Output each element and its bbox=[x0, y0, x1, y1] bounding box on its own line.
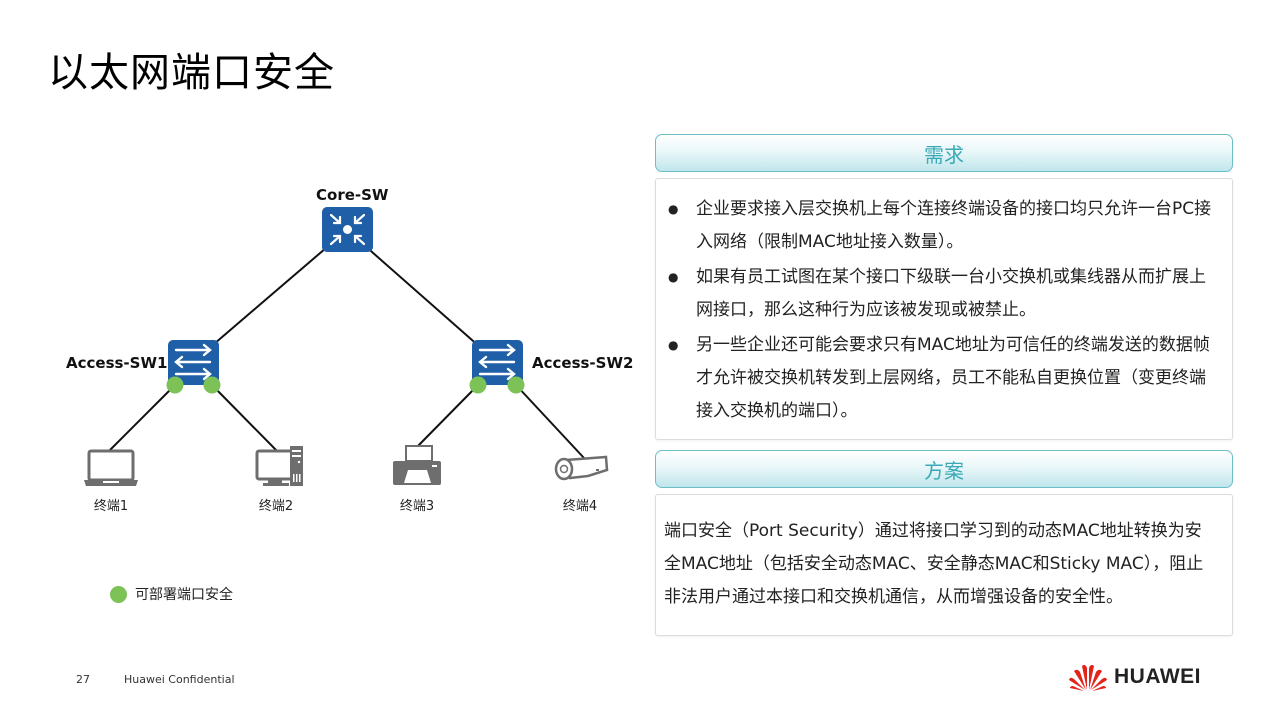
legend-label: 可部署端口安全 bbox=[135, 587, 233, 603]
huawei-flower-icon bbox=[1069, 664, 1107, 691]
link-core-sw1 bbox=[192, 229, 348, 363]
access-sw2-label: Access-SW2 bbox=[532, 354, 634, 372]
bullet-icon: ● bbox=[668, 338, 679, 352]
core-switch-icon[interactable] bbox=[322, 207, 373, 252]
requirement-text: 另一些企业还可能会要求只有MAC地址为可信任的终端发送的数据帧才允许被交换机转发… bbox=[696, 335, 1210, 421]
link-core-sw2 bbox=[346, 229, 498, 363]
link-sw1-term2 bbox=[211, 384, 279, 453]
page-title: 以太网端口安全 bbox=[48, 50, 335, 96]
network-topology-diagram bbox=[84, 207, 609, 486]
huawei-logo: HUAWEI bbox=[1068, 662, 1201, 692]
port-security-dots bbox=[166, 376, 525, 394]
bullet-icon: ● bbox=[668, 270, 679, 284]
desktop-pc-icon[interactable] bbox=[255, 446, 303, 486]
legend: 可部署端口安全 bbox=[110, 584, 233, 604]
core-switch-label: Core-SW bbox=[316, 186, 389, 204]
terminal-1-label: 终端1 bbox=[93, 499, 129, 514]
port-dot[interactable] bbox=[166, 376, 184, 394]
link-sw1-term1 bbox=[107, 384, 176, 453]
requirement-text: 如果有员工试图在某个接口下级联一台小交换机或集线器从而扩展上网接口，那么这种行为… bbox=[696, 267, 1206, 320]
port-dot[interactable] bbox=[469, 376, 487, 394]
laptop-icon[interactable] bbox=[84, 449, 138, 486]
access-switch-1-icon[interactable] bbox=[168, 340, 219, 385]
requirements-header: 需求 bbox=[655, 134, 1233, 172]
confidential-label: Huawei Confidential bbox=[124, 673, 235, 686]
solution-header: 方案 bbox=[655, 450, 1233, 488]
link-sw2-term4 bbox=[515, 384, 585, 459]
bullet-icon: ● bbox=[668, 202, 679, 216]
legend-dot-icon bbox=[110, 585, 127, 603]
printer-icon[interactable] bbox=[393, 445, 441, 485]
page-number: 27 bbox=[76, 673, 90, 686]
solution-text: 端口安全（Port Security）通过将接口学习到的动态MAC地址转换为安全… bbox=[664, 521, 1204, 607]
port-dot[interactable] bbox=[507, 376, 525, 394]
requirements-panel: ● 企业要求接入层交换机上每个连接终端设备的接口均只允许一台PC接入网络（限制MA… bbox=[655, 178, 1233, 440]
requirement-text: 企业要求接入层交换机上每个连接终端设备的接口均只允许一台PC接入网络（限制MAC… bbox=[696, 199, 1212, 252]
port-dot[interactable] bbox=[203, 376, 221, 394]
links bbox=[107, 229, 585, 459]
brand-name: HUAWEI bbox=[1114, 665, 1201, 688]
link-sw2-term3 bbox=[413, 384, 479, 451]
access-sw1-label: Access-SW1 bbox=[66, 354, 168, 372]
requirement-item: ● 企业要求接入层交换机上每个连接终端设备的接口均只允许一台PC接入网络（限制MA… bbox=[666, 193, 1218, 259]
terminal-3-label: 终端3 bbox=[399, 499, 435, 514]
terminal-4-label: 终端4 bbox=[562, 499, 598, 514]
requirement-item: ● 如果有员工试图在某个接口下级联一台小交换机或集线器从而扩展上网接口，那么这种行… bbox=[666, 261, 1218, 327]
requirement-item: ● 另一些企业还可能会要求只有MAC地址为可信任的终端发送的数据帧才允许被交换机转… bbox=[666, 329, 1218, 428]
requirements-list: ● 企业要求接入层交换机上每个连接终端设备的接口均只允许一台PC接入网络（限制MA… bbox=[656, 179, 1232, 438]
access-switch-2-icon[interactable] bbox=[472, 340, 523, 385]
terminal-2-label: 终端2 bbox=[258, 499, 294, 514]
camera-icon[interactable] bbox=[554, 455, 609, 481]
solution-panel: 端口安全（Port Security）通过将接口学习到的动态MAC地址转换为安全… bbox=[655, 494, 1233, 636]
